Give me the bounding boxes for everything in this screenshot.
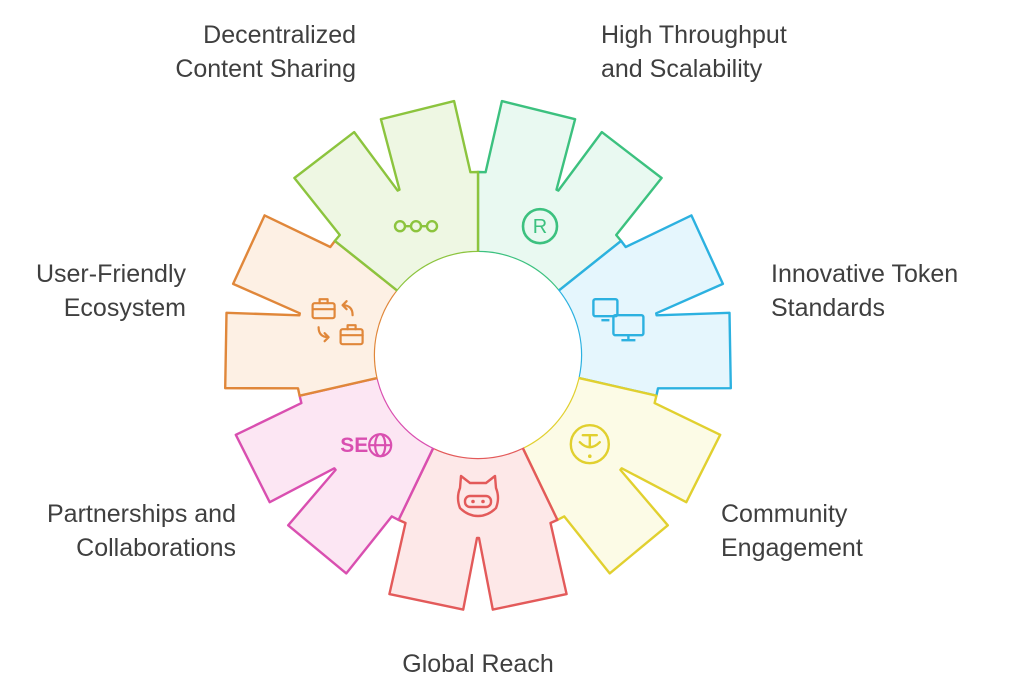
label-line: Content Sharing (175, 55, 356, 83)
label-line: Decentralized (203, 21, 356, 49)
svg-text:R: R (533, 216, 547, 238)
label-line: Community (721, 500, 848, 528)
briefcase-exchange-icon (311, 298, 364, 346)
label-line: User-Friendly (35, 260, 186, 288)
bot-face-icon (456, 474, 500, 518)
connected-nodes-icon (393, 219, 439, 233)
svg-text:SE: SE (340, 434, 368, 457)
label-line: Global Reach (402, 650, 554, 678)
computers-icon (592, 298, 645, 342)
label-line: and Scalability (601, 55, 763, 83)
label-line: High Throughput (601, 21, 787, 49)
token-icon (569, 424, 610, 465)
label-high-throughput: High Throughput and Scalability (601, 18, 787, 86)
seo-globe-icon: SE (340, 433, 393, 458)
registered-icon: R (521, 207, 559, 245)
hub-circle (375, 252, 581, 458)
label-line: Collaborations (76, 534, 236, 562)
label-line: Innovative Token (771, 260, 959, 288)
label-line: Engagement (721, 534, 863, 562)
label-line: Partnerships and (46, 500, 236, 528)
label-global-reach: Global Reach (378, 647, 578, 681)
label-line: Ecosystem (63, 294, 186, 322)
label-line: Standards (771, 294, 885, 322)
